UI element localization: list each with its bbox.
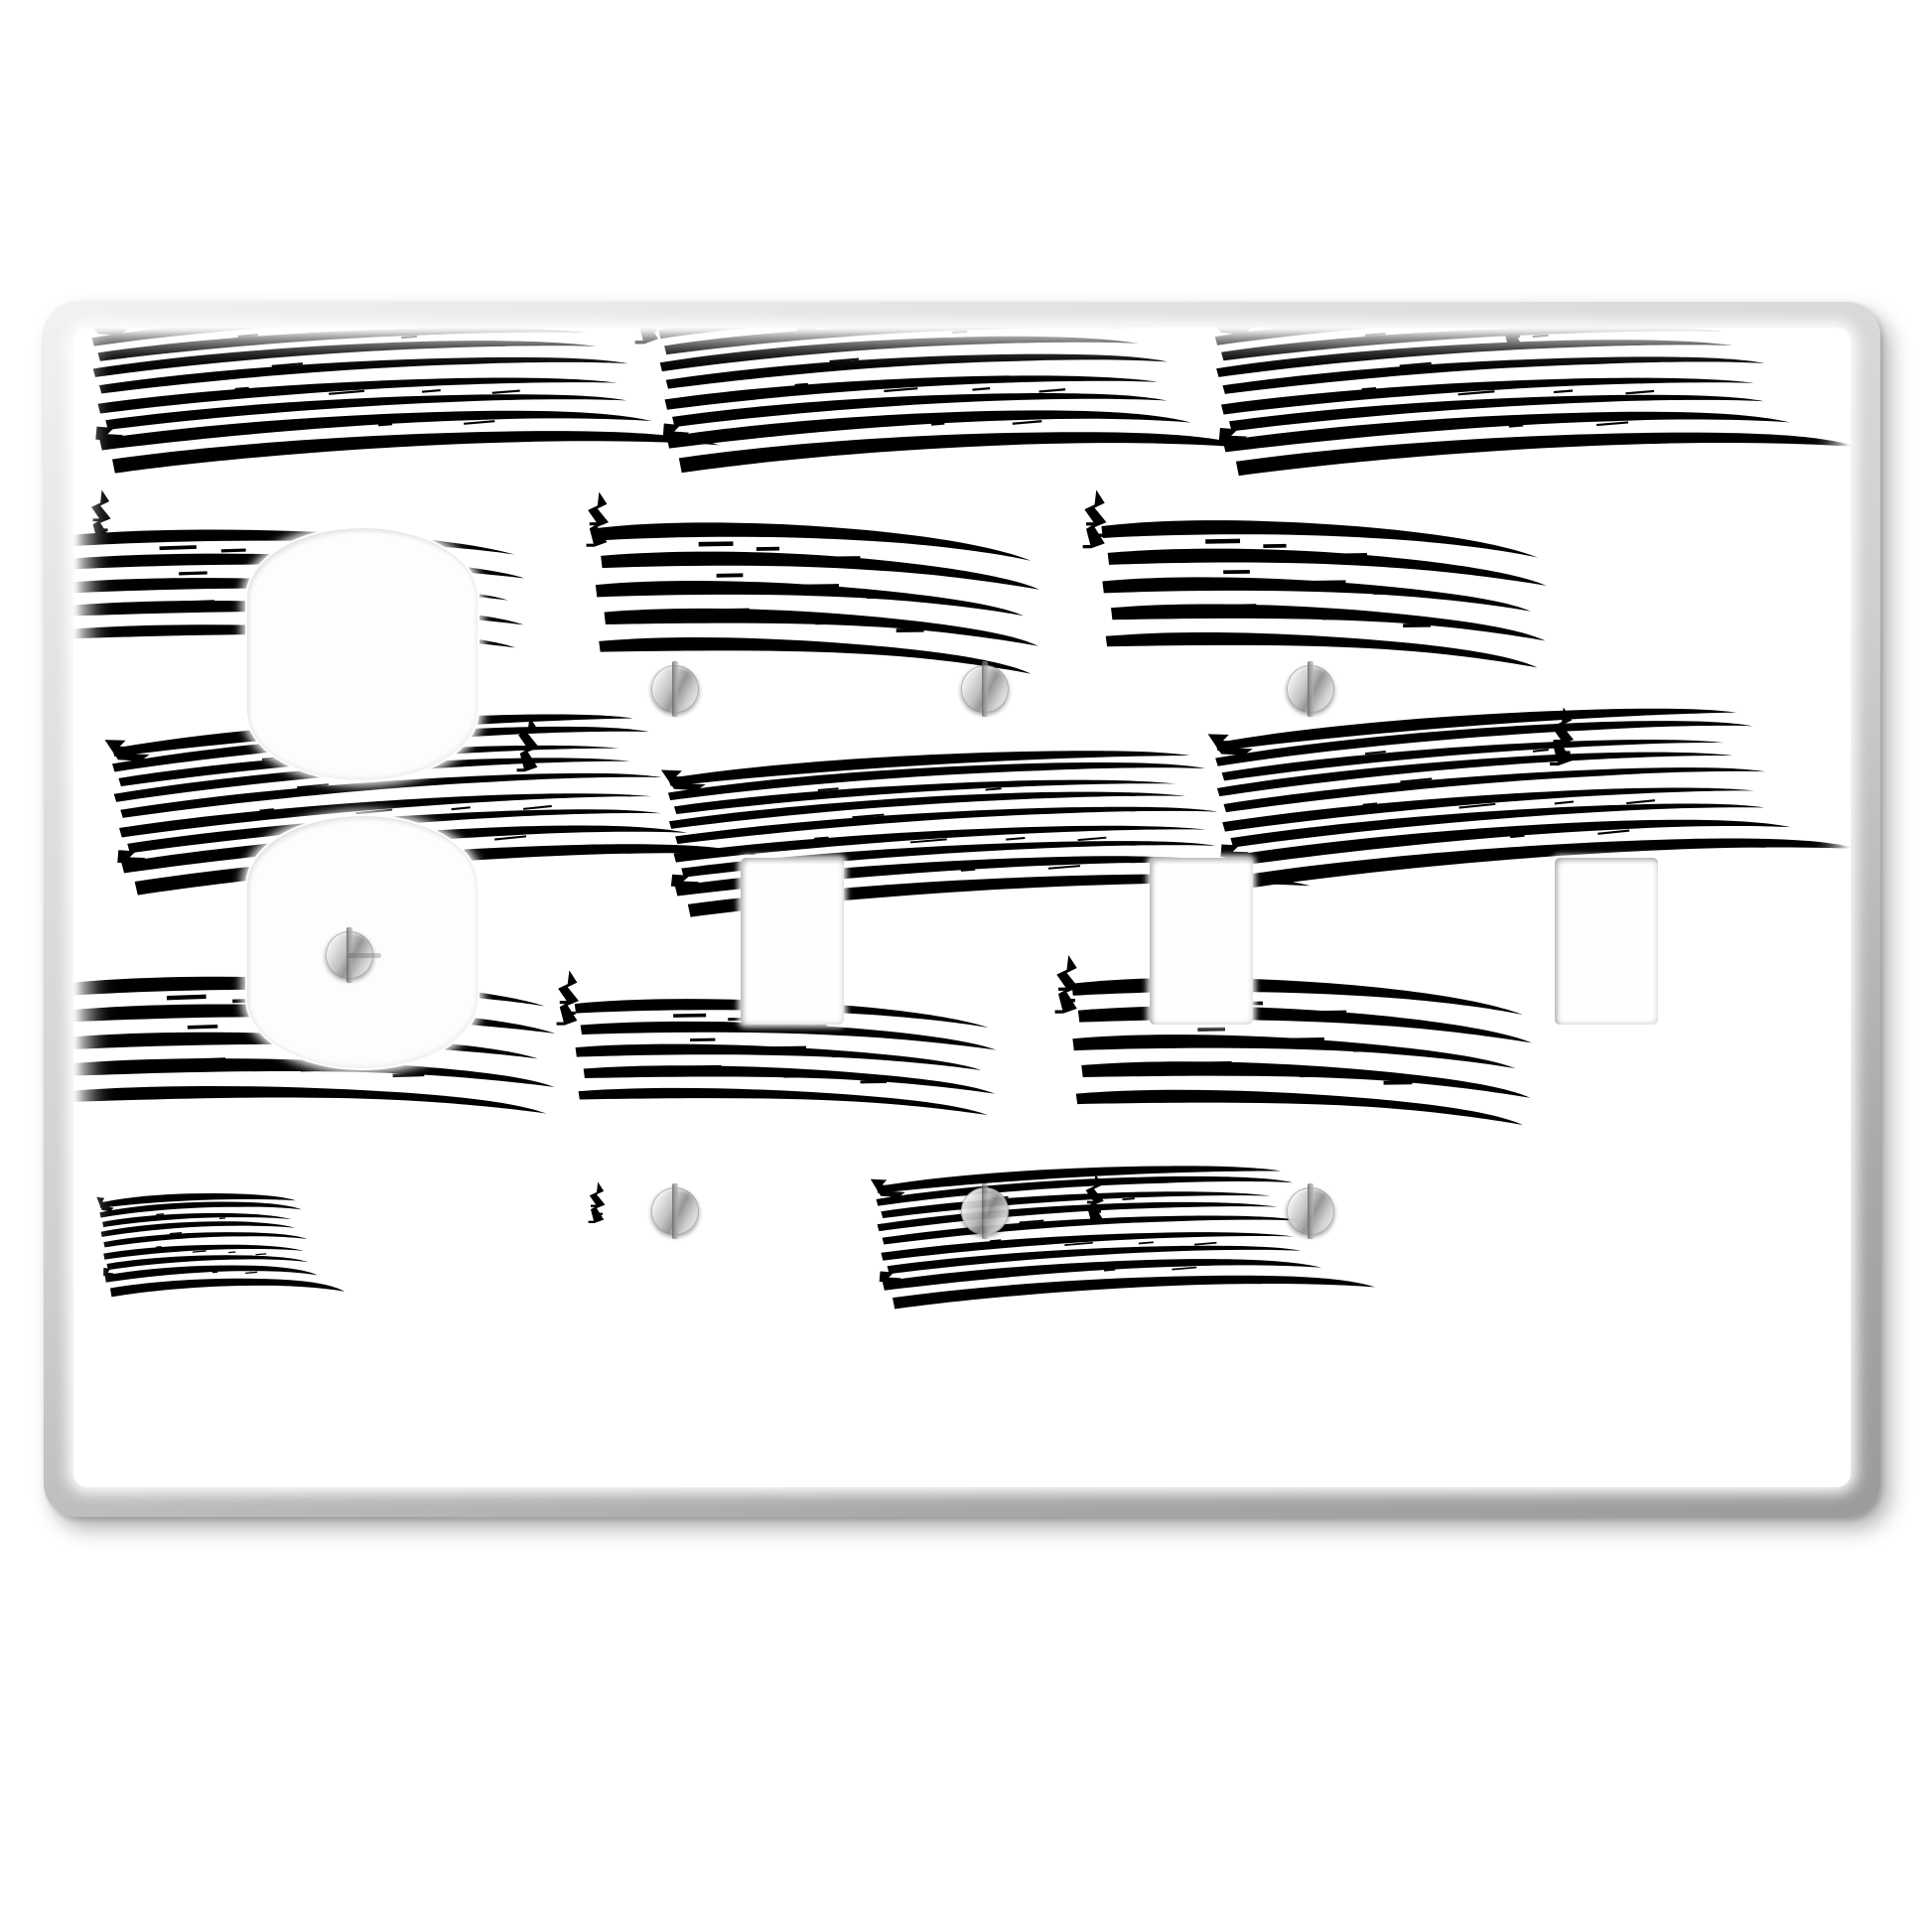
outlet-hole-top[interactable] — [247, 528, 478, 780]
toggle-hole-1[interactable] — [741, 858, 844, 1025]
screw-gang4-top[interactable] — [1287, 661, 1334, 717]
screw-gang2-bottom-left[interactable] — [651, 1183, 699, 1239]
plate-printed-face — [73, 328, 1851, 1487]
plate-body — [44, 302, 1880, 1517]
screw-outlet-center[interactable] — [326, 927, 382, 983]
wall-plate[interactable] — [44, 302, 1880, 1517]
screw-gang2-bottom-right[interactable] — [961, 1183, 1009, 1239]
toggle-hole-3[interactable] — [1555, 858, 1658, 1025]
toggle-hole-2[interactable] — [1150, 858, 1253, 1025]
screw-gang2-top-left[interactable] — [651, 661, 699, 717]
screw-gang4-bottom[interactable] — [1287, 1183, 1334, 1239]
screw-gang2-top-right[interactable] — [961, 661, 1009, 717]
